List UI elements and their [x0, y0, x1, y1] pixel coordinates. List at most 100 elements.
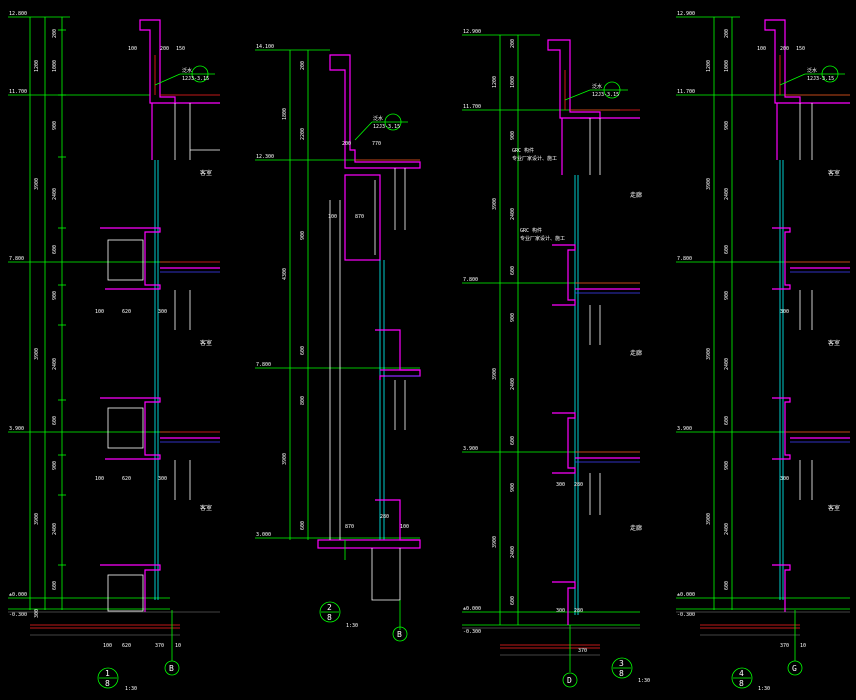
dimension: 3900	[282, 453, 288, 465]
level-label: -0.300	[677, 612, 695, 618]
dimension: 2200	[300, 128, 306, 140]
dimension: 280	[574, 608, 583, 614]
dimension: 600	[510, 596, 516, 605]
grc-note: 专业厂家设计、施工	[512, 155, 557, 162]
level-label: 11.700	[463, 104, 481, 110]
dimension: 1000	[724, 60, 730, 72]
dimension: 800	[300, 396, 306, 405]
level-label: 7.800	[256, 362, 271, 368]
level-label: 3.900	[463, 446, 478, 452]
dimension: 2400	[52, 523, 58, 535]
dimension: 2400	[724, 358, 730, 370]
caption-number: 3	[619, 659, 624, 668]
dimension: 370	[780, 643, 789, 649]
dimension: 870	[355, 214, 364, 220]
dimension: 3900	[492, 198, 498, 210]
dimension: 200	[342, 141, 351, 147]
dimension: 1200	[34, 60, 40, 72]
dimension: 2400	[724, 188, 730, 200]
dimension: 3900	[706, 513, 712, 525]
section-1: 12.800 11.700 7.800 3.900 ±0.000 -0.300 …	[8, 11, 220, 692]
dimension: 900	[510, 483, 516, 492]
dimension: 150	[176, 46, 185, 52]
dims-4: 200 1000 1200 900 3900 2400 600 900 3900…	[706, 29, 730, 590]
dimension: 600	[300, 346, 306, 355]
dimension: 2400	[510, 378, 516, 390]
dimension: 100	[328, 214, 337, 220]
dimension: 600	[52, 416, 58, 425]
level-label: 14.100	[256, 44, 274, 50]
dimension: 370	[578, 648, 587, 654]
dimension: 200	[724, 29, 730, 38]
room-label: 走廊	[630, 191, 642, 199]
wall-2	[317, 54, 421, 630]
detail-ref-code: 12J3-3.15	[807, 76, 834, 82]
caption-scale: 1:30	[638, 678, 650, 684]
dimension: 100	[95, 476, 104, 482]
room-label: 客室	[828, 504, 840, 512]
dimension: 3900	[706, 348, 712, 360]
grc-note: GRC 构件	[512, 147, 534, 154]
room-label: 客室	[200, 339, 212, 347]
dimension: 300	[780, 309, 789, 315]
section-caption-1: 1 8 1:30 B	[97, 610, 180, 692]
dimension: 870	[345, 524, 354, 530]
room-label: 客室	[200, 504, 212, 512]
dimension: 100	[103, 643, 112, 649]
dimension: 600	[52, 245, 58, 254]
dimension: 1200	[492, 76, 498, 88]
wall-3	[462, 39, 640, 672]
dimension: 3900	[34, 348, 40, 360]
caption-sheet: 8	[327, 613, 332, 622]
dims-1: 200 1000 1200 900 3900 2400 600 900 3900…	[34, 29, 58, 618]
level-label: 12.300	[256, 154, 274, 160]
section-4: 12.900 11.700 7.800 3.900 ±0.000 -0.300 …	[676, 11, 850, 692]
section-2: 14.100 12.300 7.800 3.000 200 1800 2200 …	[255, 44, 421, 642]
level-label: 3.900	[677, 426, 692, 432]
caption-number: 4	[739, 669, 744, 678]
level-label: 3.000	[256, 532, 271, 538]
caption-sheet: 8	[619, 669, 624, 678]
level-label: 7.800	[9, 256, 24, 262]
dimension: 100	[757, 46, 766, 52]
dimension: 300	[158, 309, 167, 315]
dims-3: 200 1000 1200 900 3900 2400 600 900 3900…	[492, 39, 516, 605]
dimension: 3900	[34, 513, 40, 525]
dimension: 600	[52, 581, 58, 590]
dimension: 1200	[706, 60, 712, 72]
level-label: -0.300	[463, 629, 481, 635]
level-marks-1: 12.800 11.700 7.800 3.900 ±0.000 -0.300	[8, 11, 170, 618]
dimension: 600	[724, 245, 730, 254]
detail-ref-code: 12J3-3.15	[592, 92, 619, 98]
dimension: 900	[724, 121, 730, 130]
dimension: 200	[780, 46, 789, 52]
level-label: 12.800	[9, 11, 27, 17]
dimension: 600	[300, 521, 306, 530]
level-label: ±0.000	[677, 592, 695, 598]
dimension: 900	[52, 121, 58, 130]
caption-scale: 1:30	[125, 686, 137, 692]
dimension: 200	[52, 29, 58, 38]
dimension: 100	[128, 46, 137, 52]
dimension: 2400	[510, 208, 516, 220]
level-label: ±0.000	[9, 592, 27, 598]
dimension: 3900	[492, 368, 498, 380]
dimension: 300	[556, 608, 565, 614]
caption-number: 2	[327, 603, 332, 612]
dimension: 1800	[282, 108, 288, 120]
dimension: 620	[122, 643, 131, 649]
dimension: 1000	[52, 60, 58, 72]
detail-ref-label: 泛水	[182, 67, 192, 74]
level-label: 7.800	[677, 256, 692, 262]
dimension: 3900	[706, 178, 712, 190]
level-label: 3.900	[9, 426, 24, 432]
dimension: 280	[574, 482, 583, 488]
dimension: 770	[372, 141, 381, 147]
section-caption-2: 2 8 1:30 B	[319, 601, 408, 642]
caption-sheet: 8	[105, 679, 110, 688]
room-label: 客室	[828, 169, 840, 177]
dimension: 600	[724, 581, 730, 590]
dimension: 600	[724, 416, 730, 425]
